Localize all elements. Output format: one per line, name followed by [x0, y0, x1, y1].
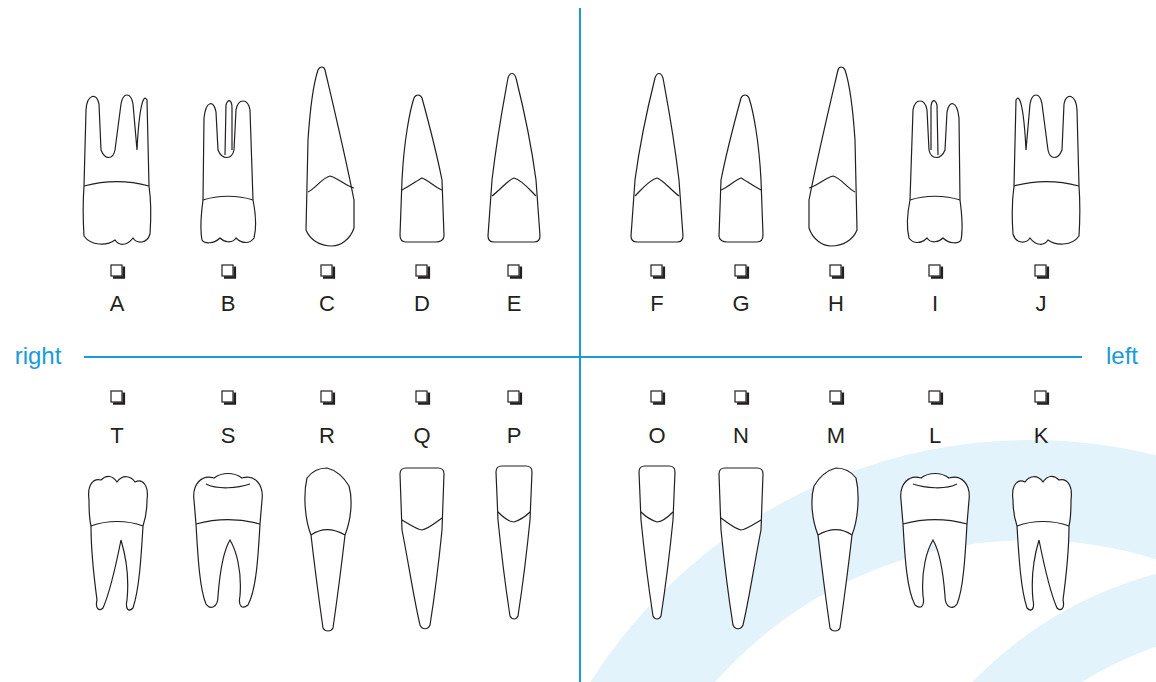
tooth-letter: G	[732, 293, 749, 315]
tooth-letter: K	[1034, 425, 1049, 447]
side-label: right	[15, 344, 62, 368]
side-label: left	[1106, 344, 1138, 368]
tooth-letter: J	[1036, 293, 1047, 315]
tooth-letter: S	[221, 425, 236, 447]
tooth-letter: Q	[413, 425, 430, 447]
tooth-letter: T	[110, 425, 123, 447]
tooth-letter: R	[319, 425, 335, 447]
tooth-letter: B	[221, 293, 236, 315]
quadrant-lines	[84, 8, 1082, 682]
tooth-letter: C	[319, 293, 335, 315]
tooth-letter: A	[110, 293, 125, 315]
upper-teeth	[83, 67, 1080, 246]
tooth-letter: P	[507, 425, 522, 447]
tooth-letter: N	[733, 425, 749, 447]
tooth-letter: H	[828, 293, 844, 315]
tooth-letter: L	[929, 425, 941, 447]
tooth-letter: D	[414, 293, 430, 315]
tooth-letter: F	[650, 293, 663, 315]
tooth-letter: O	[648, 425, 665, 447]
tooth-letter: I	[932, 293, 938, 315]
tooth-letter: E	[507, 293, 522, 315]
tooth-letter: M	[827, 425, 845, 447]
